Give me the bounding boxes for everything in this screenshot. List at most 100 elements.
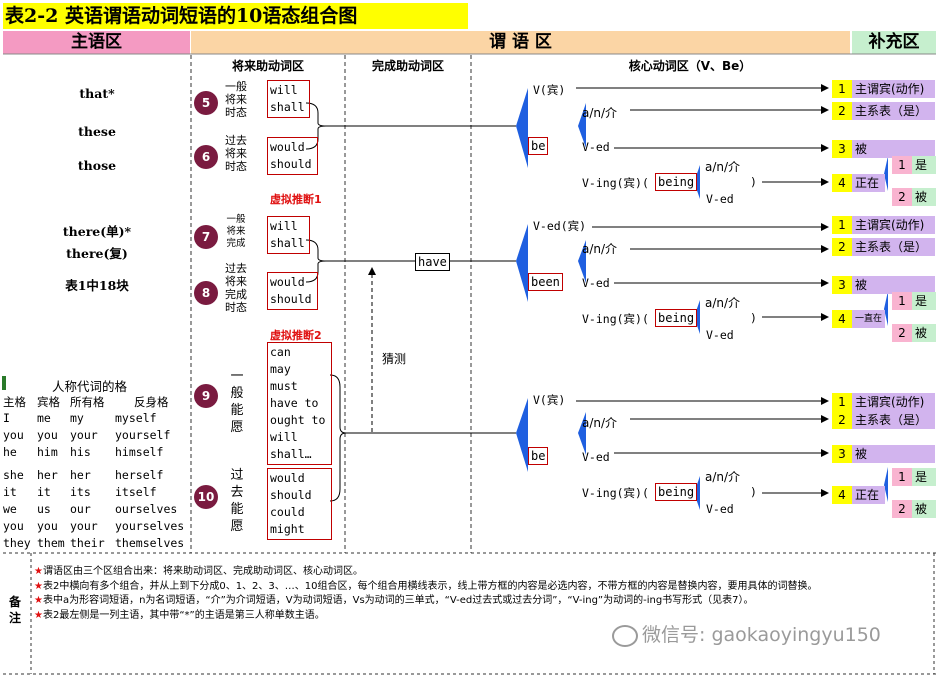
core-aux-box: be xyxy=(528,447,549,465)
pronoun-header: 主格 xyxy=(3,395,26,409)
wechat-icon xyxy=(612,624,638,647)
aux-item: may xyxy=(270,362,291,376)
core-ved: V-ed xyxy=(582,276,610,290)
pronoun-table: 主格 宾格 所有格 反身格 xyxy=(3,394,189,552)
group-7-badge: 7 xyxy=(194,225,218,249)
sub-result-text: 被 xyxy=(912,188,936,206)
result-number: 1 xyxy=(832,216,852,234)
result-number: 4 xyxy=(832,486,852,504)
group-9-label: 一般能愿 xyxy=(230,369,244,435)
sub-result-number: 2 xyxy=(892,324,912,342)
aux-should: should xyxy=(270,157,312,171)
pronoun-cell: myself xyxy=(115,411,157,425)
pronoun-header: 反身格 xyxy=(134,395,169,409)
aux-item: will xyxy=(270,430,298,444)
pronoun-header: 宾格 xyxy=(37,395,60,409)
group-8-aux-box: would should xyxy=(267,272,318,310)
pronoun-cell: they xyxy=(3,536,31,550)
aux-item: can xyxy=(270,345,291,359)
pronoun-header: 所有格 xyxy=(70,395,105,409)
pronoun-cell: him xyxy=(37,445,58,459)
core-anj: a/n/介 xyxy=(582,106,618,120)
pronoun-cell: herself xyxy=(115,468,164,482)
pronoun-cell: it xyxy=(3,485,17,499)
subject-there-singular: there(单)* xyxy=(62,224,132,239)
aux-item: must xyxy=(270,379,298,393)
group-7-label: 一般将来完成 xyxy=(226,214,246,249)
sub-result-text: 是 xyxy=(912,292,936,310)
result-text: 一直在 xyxy=(852,310,885,328)
sub-result-text: 被 xyxy=(912,324,936,342)
core-ved-2: V-ed xyxy=(706,502,734,516)
result-text: 主谓宾(动作) xyxy=(852,80,935,98)
group-10-aux-box: would should could might xyxy=(267,468,332,540)
result-number: 1 xyxy=(832,393,852,411)
result-text: 被 xyxy=(852,276,935,294)
group-10-badge: 10 xyxy=(194,485,218,509)
pronoun-cell: her xyxy=(70,468,91,482)
pronoun-cell: you xyxy=(37,519,58,533)
pronoun-cell: yourselves xyxy=(115,519,185,533)
virtual-inference-2: 虚拟推断2 xyxy=(270,329,322,342)
result-text: 被 xyxy=(852,445,935,463)
core-ving: V-ing(宾)( xyxy=(582,486,649,500)
pronoun-cell: our xyxy=(70,502,91,516)
subject-there-plural: there(复) xyxy=(66,246,128,261)
sub-result-number: 2 xyxy=(892,188,912,206)
pronoun-cell: your xyxy=(70,428,98,442)
pronoun-cell: its xyxy=(70,485,91,499)
core-close-paren: ) xyxy=(750,175,757,189)
pronoun-cell: itself xyxy=(115,485,157,499)
result-number: 3 xyxy=(832,445,852,463)
core-anj: a/n/介 xyxy=(582,416,618,430)
pronoun-cell: themselves xyxy=(115,536,185,550)
predicate-zone-header: 谓 语 区 xyxy=(191,31,850,54)
pronoun-cell: her xyxy=(37,468,58,482)
notes-list: ★谓语区由三个区组合出来：将来助动词区、完成助动词区、核心动词区。 ★表2中横向… xyxy=(34,565,930,623)
result-number: 4 xyxy=(832,174,852,192)
pronoun-cell: himself xyxy=(115,445,164,459)
result-text: 主谓宾(动作) xyxy=(852,216,935,234)
core-ving: V-ing(宾)( xyxy=(582,176,649,190)
result-text: 被 xyxy=(852,140,935,158)
subject-zone-header: 主语区 xyxy=(3,31,190,54)
core-ved: V-ed xyxy=(582,450,610,464)
sub-result-number: 1 xyxy=(892,156,912,174)
core-being-box: being xyxy=(655,173,698,191)
group-5-aux-box: will shall xyxy=(267,80,310,118)
note-item: ★表2中横向有多个组合，并从上到下分成0、1、2、3、…、10组合区，每个组合用… xyxy=(34,580,818,592)
subject-table1-blocks: 表1中18块 xyxy=(65,278,129,293)
aux-item: have to xyxy=(270,396,319,410)
guess-label: 猜测 xyxy=(382,352,407,366)
chart-title: 表2-2 英语谓语动词短语的10语态组合图 xyxy=(3,3,468,29)
result-number: 1 xyxy=(832,80,852,98)
core-ved-2: V-ed xyxy=(706,328,734,342)
core-aux-box: been xyxy=(528,273,563,291)
pronoun-cell: you xyxy=(3,519,24,533)
note-item: ★谓语区由三个区组合出来：将来助动词区、完成助动词区、核心动词区。 xyxy=(34,566,363,577)
result-number: 2 xyxy=(832,102,852,120)
result-number: 3 xyxy=(832,140,852,158)
complement-zone-header: 补充区 xyxy=(852,31,936,54)
sub-result-text: 被 xyxy=(912,500,936,518)
group-9-aux-box: can may must have to ought to will shall… xyxy=(267,342,332,465)
pronoun-cell: he xyxy=(3,445,17,459)
aux-item: should xyxy=(270,488,312,502)
result-text: 主谓宾(动作) xyxy=(852,393,935,411)
group-6-aux-box: would should xyxy=(267,137,318,175)
aux-item: might xyxy=(270,522,305,536)
aux-will: will xyxy=(270,83,298,97)
sub-result-number: 2 xyxy=(892,500,912,518)
pronoun-table-title: 人称代词的格 xyxy=(52,379,128,394)
result-text: 主系表（是） xyxy=(852,238,935,256)
pronoun-cell: ourselves xyxy=(115,502,178,516)
note-item: ★表中a为形容词短语，n为名词短语，“介”为介词短语，V为动词短语，Vs为动词的… xyxy=(34,595,754,606)
aux-shall: shall xyxy=(270,100,305,114)
notes-label: 备注 xyxy=(8,595,21,625)
aux-shall: shall xyxy=(270,236,305,250)
pronoun-cell: his xyxy=(70,445,91,459)
result-text: 主系表（是） xyxy=(852,102,935,120)
core-anj-2: a/n/介 xyxy=(705,296,741,310)
sub-result-text: 是 xyxy=(912,468,936,486)
